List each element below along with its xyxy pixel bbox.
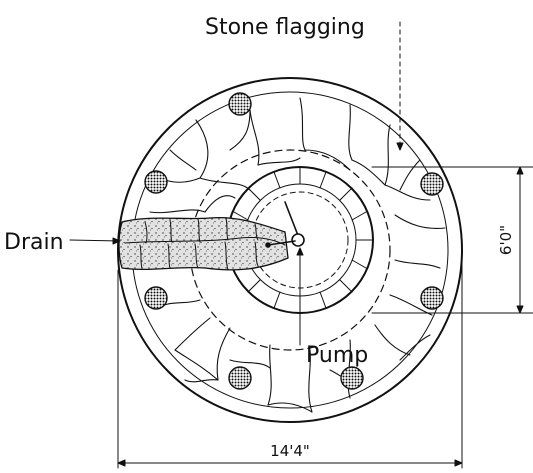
post	[228, 366, 252, 390]
stone-flagging-pattern	[149, 97, 446, 413]
drain-channel	[118, 216, 289, 271]
post	[228, 92, 252, 116]
post	[340, 366, 364, 390]
drain-stones	[124, 217, 286, 271]
inner-dimension-label: 6'0"	[497, 225, 515, 255]
pump-symbol	[265, 201, 305, 248]
post	[420, 172, 444, 196]
post	[144, 286, 168, 310]
posts	[144, 92, 444, 390]
outer-dimension-label: 14'4"	[270, 442, 310, 460]
stone-flagging-label: Stone flagging	[205, 15, 365, 40]
drain-label: Drain	[4, 230, 64, 255]
pump-label: Pump	[306, 343, 368, 368]
post	[144, 170, 168, 194]
post	[420, 286, 444, 310]
dimension-lines	[117, 166, 533, 469]
leader-lines	[69, 21, 404, 346]
